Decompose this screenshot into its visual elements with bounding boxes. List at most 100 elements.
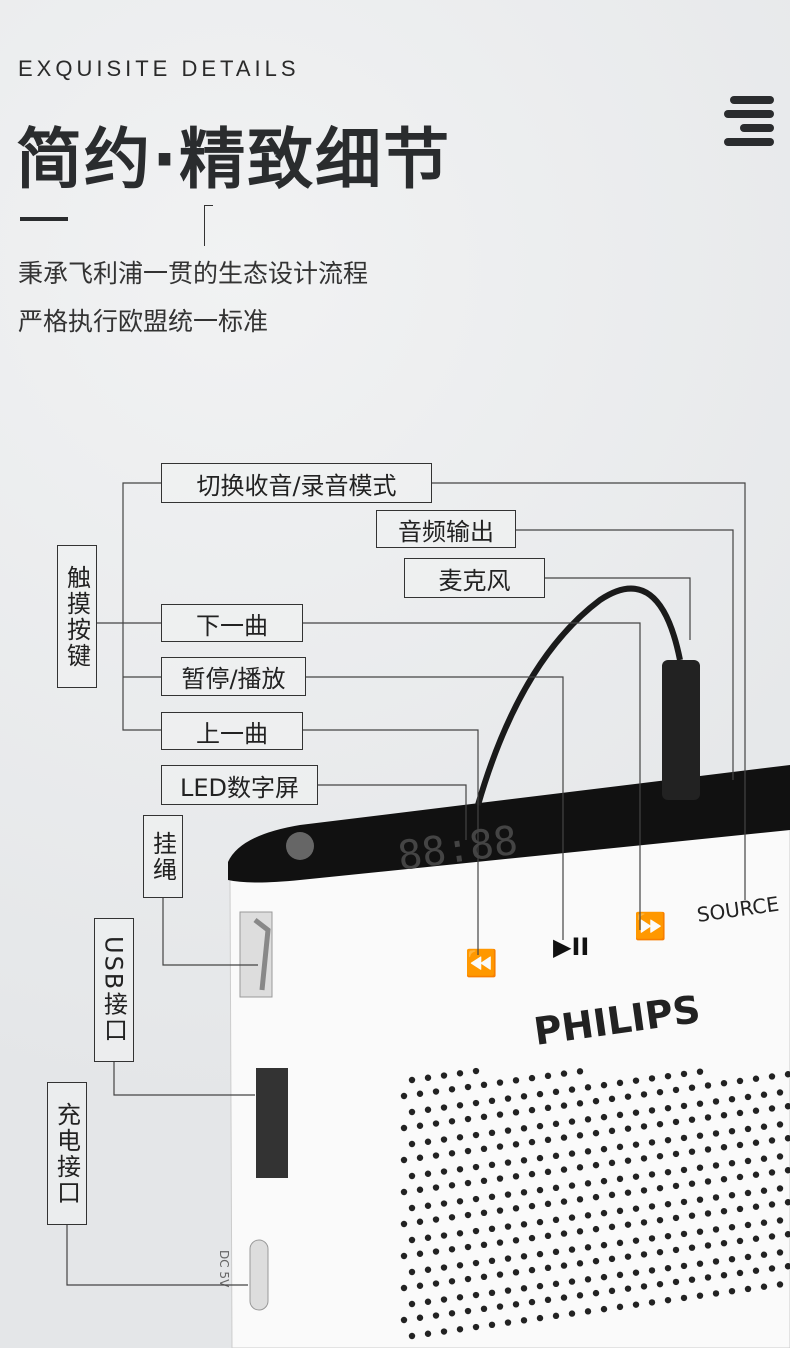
grille-hole — [480, 1113, 488, 1121]
grille-hole — [408, 1268, 416, 1276]
grille-hole — [712, 1290, 720, 1297]
grille-hole — [400, 1124, 408, 1132]
grille-hole — [496, 1239, 504, 1246]
grille-hole — [680, 1294, 688, 1302]
grille-hole — [736, 1173, 744, 1181]
grille-hole — [416, 1282, 424, 1289]
grille-hole — [600, 1209, 608, 1217]
grille-hole — [416, 1314, 424, 1321]
grille-hole — [496, 1111, 504, 1118]
grille-hole — [752, 1107, 760, 1114]
grille-hole — [472, 1291, 480, 1299]
grille-hole — [768, 1137, 776, 1144]
grille-hole — [464, 1275, 472, 1283]
grille-hole — [736, 1237, 744, 1245]
grille-hole — [720, 1112, 728, 1119]
grille-hole — [704, 1082, 712, 1089]
grille-hole — [472, 1195, 480, 1203]
grille-hole — [568, 1150, 576, 1157]
grille-hole — [672, 1182, 680, 1190]
grille-hole — [448, 1278, 456, 1285]
connector-lines — [66, 482, 746, 1286]
callout-charge: 充电接口 — [47, 1082, 87, 1225]
menu-icon[interactable] — [724, 96, 774, 146]
grille-hole — [768, 1105, 776, 1112]
grille-hole — [680, 1102, 688, 1110]
grille-hole — [696, 1068, 704, 1075]
grille-hole — [536, 1250, 544, 1258]
callout-mic: 麦克风 — [404, 558, 545, 598]
grille-hole — [424, 1234, 432, 1241]
grille-hole — [552, 1120, 560, 1128]
grille-hole — [632, 1077, 640, 1084]
grille-hole — [480, 1305, 488, 1313]
grille-hole — [616, 1239, 624, 1247]
grille-hole — [400, 1188, 408, 1196]
grille-hole — [464, 1083, 472, 1091]
grille-hole — [568, 1246, 576, 1253]
grille-hole — [728, 1128, 736, 1135]
grille-hole — [712, 1258, 720, 1265]
grille-hole — [424, 1330, 432, 1337]
grille-hole — [744, 1157, 752, 1165]
grille-hole — [488, 1161, 496, 1169]
grille-hole — [760, 1219, 768, 1226]
grille-hole — [432, 1248, 440, 1255]
grille-hole — [752, 1203, 760, 1210]
eyebrow-text: EXQUISITE DETAILS — [18, 56, 300, 81]
grille-hole — [752, 1171, 760, 1178]
grille-hole — [432, 1184, 440, 1191]
grille-hole — [600, 1145, 608, 1153]
grille-hole — [632, 1173, 640, 1180]
grille-hole — [528, 1106, 536, 1114]
grille-hole — [648, 1299, 656, 1306]
play-pause-icon: ▶II — [553, 933, 589, 961]
grille-hole — [736, 1109, 744, 1117]
grille-hole — [752, 1235, 760, 1242]
grille-hole — [488, 1225, 496, 1233]
grille-hole — [760, 1123, 768, 1130]
grille-hole — [592, 1225, 600, 1233]
grille-hole — [784, 1199, 790, 1206]
grille-hole — [768, 1073, 776, 1080]
grille-hole — [552, 1184, 560, 1192]
grille-hole — [400, 1284, 408, 1292]
grille-hole — [744, 1189, 752, 1197]
grille-hole — [536, 1090, 544, 1098]
grille-hole — [568, 1310, 576, 1317]
callout-mode-switch: 切换收音/录音模式 — [161, 463, 432, 503]
grille-hole — [568, 1278, 576, 1285]
grille-hole — [480, 1209, 488, 1217]
grille-hole — [424, 1106, 432, 1113]
grille-hole — [480, 1145, 488, 1153]
grille-hole — [488, 1193, 496, 1201]
grille-hole — [784, 1263, 790, 1270]
grille-hole — [456, 1134, 464, 1141]
grille-hole — [528, 1234, 536, 1242]
grille-hole — [728, 1224, 736, 1231]
grille-hole — [696, 1260, 704, 1267]
grille-hole — [512, 1109, 520, 1116]
grille-hole — [520, 1157, 528, 1164]
grille-hole — [432, 1152, 440, 1159]
grille-hole — [488, 1257, 496, 1265]
grille-hole — [544, 1296, 552, 1304]
grille-hole — [608, 1159, 616, 1167]
grille-hole — [680, 1166, 688, 1174]
grille-hole — [584, 1212, 592, 1219]
grille-hole — [464, 1211, 472, 1219]
grille-hole — [608, 1095, 616, 1103]
grille-hole — [664, 1136, 672, 1144]
grille-hole — [544, 1136, 552, 1144]
grille-hole — [560, 1134, 568, 1141]
grille-hole — [608, 1191, 616, 1199]
grille-hole — [448, 1310, 456, 1317]
grille-hole — [512, 1237, 520, 1244]
grille-hole — [424, 1298, 432, 1305]
grille-hole — [560, 1166, 568, 1173]
grille-hole — [648, 1171, 656, 1178]
grille-hole — [696, 1164, 704, 1171]
grille-hole — [760, 1091, 768, 1098]
grille-hole — [600, 1273, 608, 1281]
grille-hole — [712, 1098, 720, 1105]
